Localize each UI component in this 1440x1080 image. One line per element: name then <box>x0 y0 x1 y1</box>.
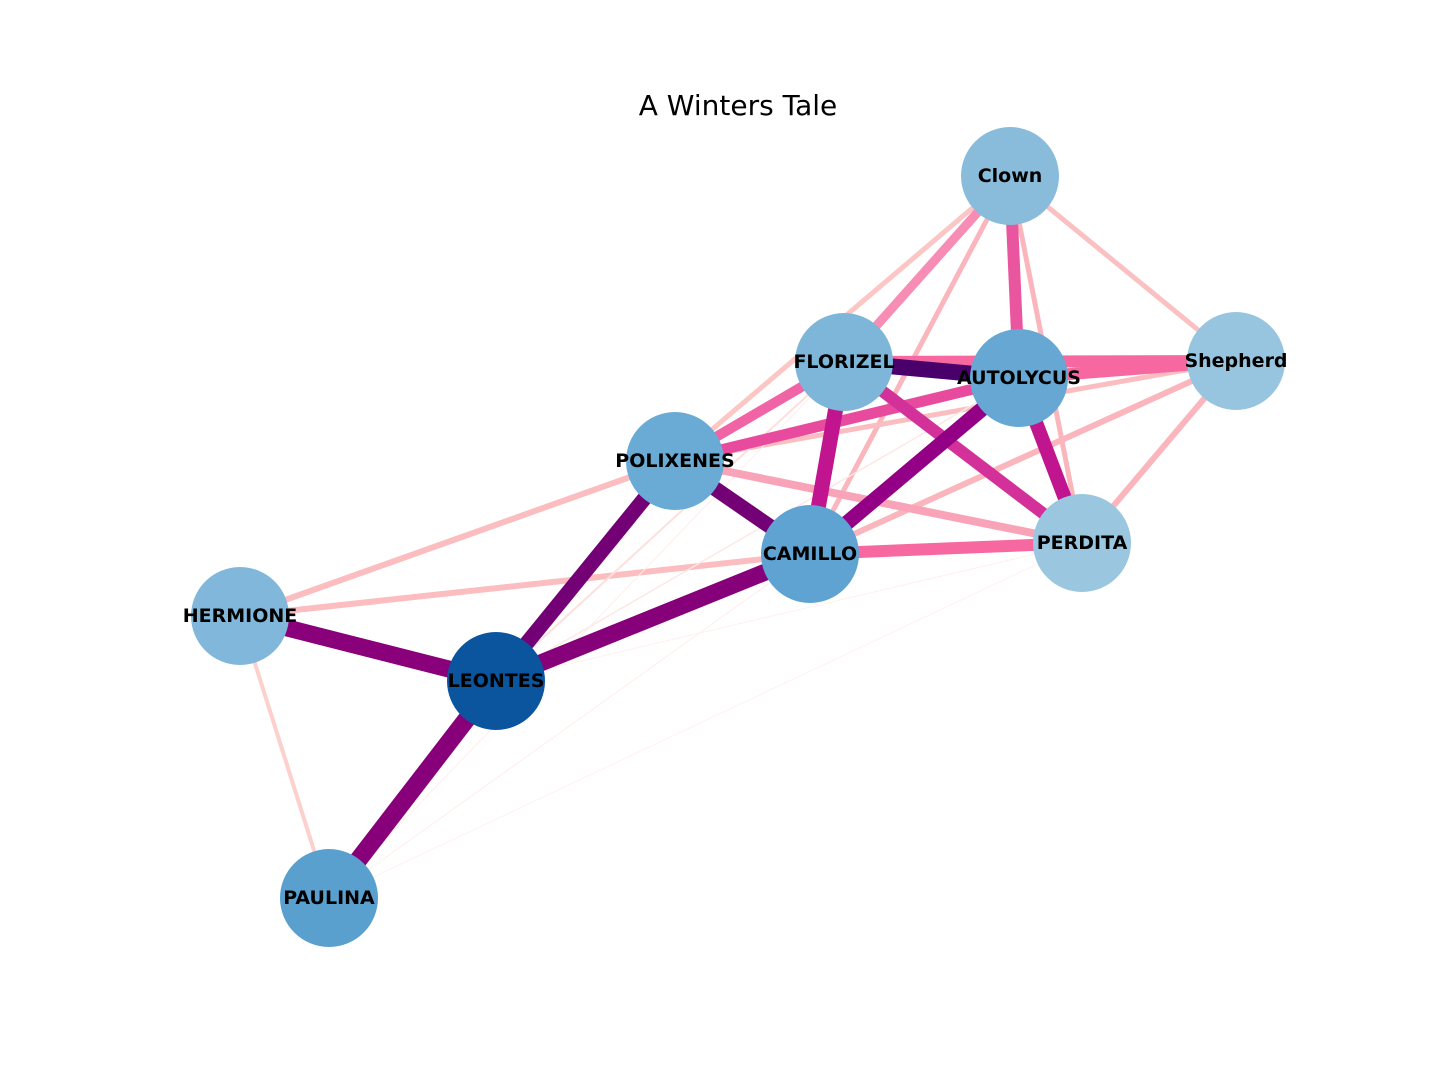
node-label-polixenes: POLIXENES <box>615 450 734 472</box>
node-circle-leontes <box>447 632 545 730</box>
node-hermione: HERMIONE <box>183 567 298 665</box>
edge-paulina-perdita <box>328 542 1083 899</box>
node-label-autolycus: AUTOLYCUS <box>957 367 1081 389</box>
edge-paulina-florizel <box>328 361 845 899</box>
diagram-title: A Winters Tale <box>639 89 838 122</box>
edge-florizel-perdita <box>840 357 1086 548</box>
node-autolycus: AUTOLYCUS <box>957 329 1081 427</box>
edge-polixenes-shepherd <box>674 358 1237 464</box>
edge-leontes-autolycus <box>495 377 1020 682</box>
node-circle-camillo <box>761 505 859 603</box>
node-circle-paulina <box>280 849 378 947</box>
node-circle-polixenes <box>626 412 724 510</box>
node-circle-clown <box>961 127 1059 225</box>
node-label-camillo: CAMILLO <box>763 543 857 565</box>
edge-leontes-camillo <box>492 546 814 689</box>
node-circle-hermione <box>191 567 289 665</box>
node-leontes: LEONTES <box>447 632 545 730</box>
node-label-leontes: LEONTES <box>448 670 545 692</box>
node-clown: Clown <box>961 127 1059 225</box>
node-label-clown: Clown <box>978 165 1043 187</box>
node-label-shepherd: Shepherd <box>1184 350 1287 372</box>
node-polixenes: POLIXENES <box>615 412 735 510</box>
edge-paulina-camillo <box>328 553 811 899</box>
node-circle-florizel <box>795 313 893 411</box>
node-label-paulina: PAULINA <box>283 887 375 909</box>
node-perdita: PERDITA <box>1033 494 1131 592</box>
edge-polixenes-autolycus <box>673 372 1021 467</box>
node-paulina: PAULINA <box>280 849 378 947</box>
edge-camillo-shepherd <box>808 358 1238 557</box>
node-camillo: CAMILLO <box>761 505 859 603</box>
node-florizel: FLORIZEL <box>793 313 895 411</box>
edge-leontes-perdita <box>495 542 1083 682</box>
edge-hermione-paulina <box>238 615 331 899</box>
edge-hermione-polixenes <box>238 458 677 619</box>
edge-hermione-camillo <box>239 551 811 619</box>
edge-leontes-florizel <box>495 361 845 682</box>
node-circle-perdita <box>1033 494 1131 592</box>
node-shepherd: Shepherd <box>1184 312 1288 410</box>
node-circle-shepherd <box>1187 312 1285 410</box>
node-circle-autolycus <box>970 329 1068 427</box>
node-label-florizel: FLORIZEL <box>793 351 894 373</box>
node-label-perdita: PERDITA <box>1037 532 1128 554</box>
node-label-hermione: HERMIONE <box>183 605 298 627</box>
